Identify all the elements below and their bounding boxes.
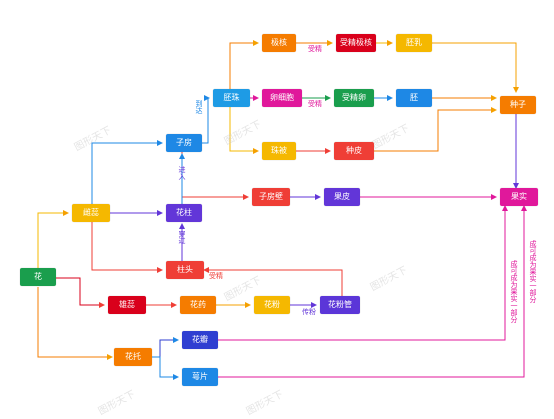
node-zhubei: 珠被 (262, 142, 296, 160)
node-zhongzi: 种子 (500, 96, 536, 114)
node-zhutou: 柱头 (166, 261, 204, 279)
edge-hua-huatuo (37, 287, 113, 360)
edge-peiru-zhongzi (432, 42, 519, 93)
edge-label-jinru: 进入 (178, 166, 186, 180)
edge-eopian-guoshi (218, 205, 527, 378)
edge-label-chuanguo: 穿过 (178, 230, 186, 244)
node-guopi: 果皮 (324, 188, 360, 206)
node-zifang: 子房 (166, 134, 202, 152)
node-cirui: 雌蕊 (72, 204, 110, 222)
edge-huaban-guoshi (218, 205, 508, 341)
node-huatuo: 花托 (114, 348, 152, 366)
node-jihe: 极核 (262, 34, 296, 52)
edge-zhongpi-zhongzi (374, 107, 497, 152)
node-huazhu: 花柱 (166, 204, 202, 222)
edge-label-part-of-fruit: 成可成为果实一部分 (510, 260, 518, 323)
node-huafenguan: 花粉管 (320, 296, 360, 314)
node-guoshi: 果实 (500, 188, 538, 206)
node-xiongrui: 雄蕊 (108, 296, 146, 314)
node-huayao: 花药 (180, 296, 216, 314)
edge-cirui-zhutou (91, 222, 163, 273)
edge-cirui-zifang (91, 140, 163, 205)
edge-label-part-of-fruit: 成可成为果实一部分 (529, 240, 537, 303)
edge-label-shoujing: 受精 (308, 100, 322, 108)
edge-label-chuanfen: 传粉 (302, 308, 316, 316)
edge-label-shoujing: 受精 (209, 272, 223, 280)
edge-peizhu-jihe (229, 40, 259, 89)
node-shoujingluan: 受精卵 (334, 89, 374, 107)
node-hua: 花 (20, 268, 56, 286)
node-eopian: 萼片 (182, 368, 218, 386)
edge-label-shoujing: 受精 (308, 45, 322, 53)
node-zhongpi: 种皮 (334, 142, 374, 160)
node-pei: 胚 (396, 89, 432, 107)
edge-hua-xiongrui (56, 277, 105, 308)
node-shoujingjihe: 受精极核 (336, 34, 376, 52)
edge-hua-cirui (37, 210, 69, 268)
node-luanxibao: 卵细胞 (262, 89, 302, 107)
edge-peizhu-zhubei (229, 107, 259, 154)
node-huafen: 花粉 (254, 296, 290, 314)
node-peizhu: 胚珠 (213, 89, 250, 107)
edge-zifang-peizhu (202, 95, 210, 144)
node-peiru: 胚乳 (396, 34, 432, 52)
edge-zifang-zifangbi (181, 152, 249, 200)
node-zifangbi: 子房壁 (252, 188, 290, 206)
edge-huatuo-eopian (152, 356, 179, 380)
edge-huafenguan-zhutou (203, 267, 343, 296)
edge-label-daoda: 到达 (195, 100, 203, 114)
node-huaban: 花瓣 (182, 331, 218, 349)
edge-huatuo-huaban (152, 337, 179, 358)
